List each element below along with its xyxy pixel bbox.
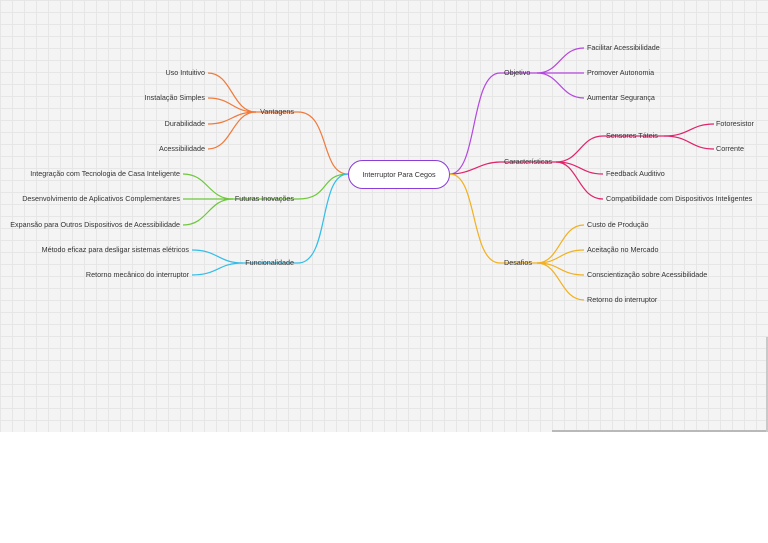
mindmap-connectors xyxy=(182,47,715,301)
connector-center-funcionalidade xyxy=(297,173,349,264)
leaf-feedback-auditivo[interactable]: Feedback Auditivo xyxy=(606,169,665,178)
connector-sensores-2 xyxy=(663,135,715,150)
mindmap-canvas[interactable]: Interruptor Para Cegos Objetivo Facilita… xyxy=(0,0,768,432)
connector-vantagens-4 xyxy=(207,111,257,150)
leaf-compatibilidade-dispositivos[interactable]: Compatibilidade com Dispositivos Intelig… xyxy=(606,194,753,203)
leaf-uso-intuitivo[interactable]: Uso Intuitivo xyxy=(165,68,205,77)
connector-desafios-1 xyxy=(536,224,585,264)
connector-center-objetivo xyxy=(449,72,501,175)
connector-futuras-3 xyxy=(182,198,234,226)
connector-objetivo-3 xyxy=(536,72,585,99)
leaf-desenvolvimento-aplicativos[interactable]: Desenvolvimento de Aplicativos Complemen… xyxy=(22,194,180,203)
leaf-conscientizacao[interactable]: Conscientização sobre Acessibilidade xyxy=(587,270,708,279)
leaf-aceitacao-mercado[interactable]: Aceitação no Mercado xyxy=(587,245,659,254)
connector-center-vantagens xyxy=(297,111,349,175)
vertical-scrollbar[interactable] xyxy=(766,337,768,432)
branch-funcionalidade[interactable]: Funcionalidade xyxy=(245,258,294,267)
branch-caracteristicas[interactable]: Características xyxy=(504,157,552,166)
connector-center-caracteristicas xyxy=(449,161,501,175)
horizontal-scrollbar[interactable] xyxy=(552,430,766,432)
connector-objetivo-1 xyxy=(536,47,585,74)
leaf-retorno-mecanico[interactable]: Retorno mecânico do interruptor xyxy=(85,270,189,279)
connector-funcionalidade-1 xyxy=(191,249,244,264)
connector-sensores-1 xyxy=(663,123,715,137)
connector-funcionalidade-2 xyxy=(191,262,244,276)
central-topic-node[interactable]: Interruptor Para Cegos xyxy=(348,160,450,189)
leaf-durabilidade[interactable]: Durabilidade xyxy=(164,119,205,128)
branch-futuras-inovacoes[interactable]: Futuras Inovações xyxy=(234,194,294,203)
leaf-facilitar-acessibilidade[interactable]: Facilitar Acessibilidade xyxy=(587,43,660,52)
connector-desafios-4 xyxy=(536,262,585,301)
leaf-corrente[interactable]: Corrente xyxy=(716,144,744,153)
branch-desafios[interactable]: Desafios xyxy=(504,258,532,267)
leaf-expansao-dispositivos[interactable]: Expansão para Outros Dispositivos de Ace… xyxy=(10,220,180,229)
leaf-aumentar-seguranca[interactable]: Aumentar Segurança xyxy=(587,93,655,102)
connector-caracteristicas-sensores xyxy=(555,135,604,163)
central-topic-label: Interruptor Para Cegos xyxy=(362,170,436,179)
leaf-promover-autonomia[interactable]: Promover Autonomia xyxy=(587,68,655,77)
connector-center-futuras xyxy=(297,173,349,200)
leaf-retorno-interruptor-desafio[interactable]: Retorno do interruptor xyxy=(587,295,658,304)
connector-vantagens-2 xyxy=(207,97,257,113)
connector-caracteristicas-3 xyxy=(555,161,604,200)
leaf-acessibilidade[interactable]: Acessibilidade xyxy=(159,144,205,153)
leaf-metodo-eficaz[interactable]: Método eficaz para desligar sistemas elé… xyxy=(41,245,189,254)
branch-objetivo[interactable]: Objetivo xyxy=(504,68,531,77)
subbranch-sensores-tateis[interactable]: Sensores Táteis xyxy=(606,131,658,140)
connector-vantagens-1 xyxy=(207,72,257,113)
connector-futuras-1 xyxy=(182,173,234,200)
leaf-instalacao-simples[interactable]: Instalação Simples xyxy=(144,93,205,102)
branch-vantagens[interactable]: Vantagens xyxy=(260,107,294,116)
connector-center-desafios xyxy=(449,173,501,264)
leaf-custo-producao[interactable]: Custo de Produção xyxy=(587,220,649,229)
leaf-integracao-casa-inteligente[interactable]: Integração com Tecnologia de Casa Inteli… xyxy=(30,169,180,178)
leaf-fotoresistor[interactable]: Fotoresistor xyxy=(716,119,754,128)
